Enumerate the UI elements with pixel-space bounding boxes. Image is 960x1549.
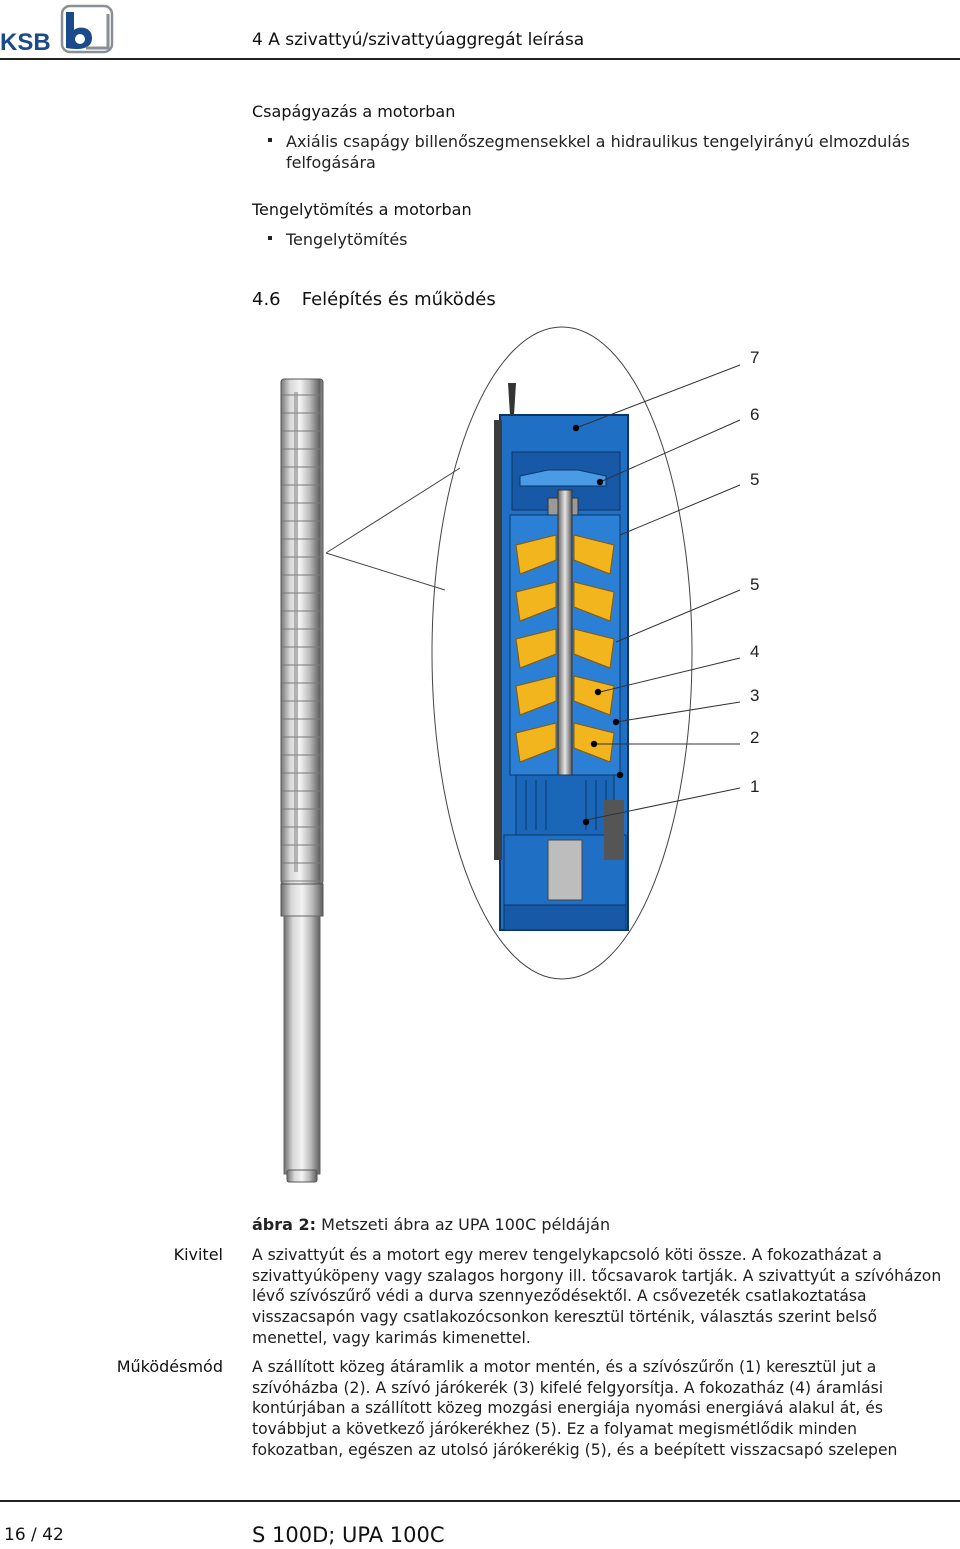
- kivitel-paragraph: A szivattyút és a motort egy merev tenge…: [252, 1245, 942, 1349]
- kivitel-label: Kivitel: [173, 1245, 223, 1264]
- zoom-line: [325, 552, 446, 591]
- callout-dots: [572, 424, 624, 826]
- header-title: 4 A szivattyú/szivattyúaggregát leírása: [252, 30, 585, 50]
- document-title: S 100D; UPA 100C: [252, 1523, 445, 1547]
- logo-text: KSB: [0, 29, 51, 54]
- section-title-text: Felépítés és működés: [301, 289, 496, 310]
- impeller-stages: [515, 534, 615, 763]
- page-number: 16 / 42: [4, 1525, 64, 1545]
- callout-4: 4: [750, 642, 759, 661]
- mukodesmod-label: Működésmód: [116, 1357, 223, 1376]
- callout-5-lower: 5: [750, 575, 759, 594]
- seal-bullet-text: Tengelytömítés: [286, 230, 408, 249]
- seal-heading: Tengelytömítés a motorban: [252, 200, 472, 219]
- bullet-marker: [268, 236, 272, 240]
- seal-bullet: Tengelytömítés: [268, 229, 408, 250]
- bullet-marker: [268, 138, 272, 142]
- bearings-bullet-text: Axiális csapágy billenőszegmensekkel a h…: [286, 132, 910, 172]
- detail-ellipse: [431, 326, 693, 980]
- callout-5-upper: 5: [750, 470, 759, 489]
- callout-6: 6: [750, 405, 759, 424]
- section-number: 4.6: [252, 289, 281, 310]
- pump-cross-section: [494, 383, 629, 931]
- bearings-bullet: Axiális csapágy billenőszegmensekkel a h…: [268, 131, 936, 173]
- section-title: 4.6 Felépítés és működés: [252, 289, 496, 310]
- caption-label: ábra 2:: [252, 1215, 317, 1234]
- header-divider: [0, 58, 960, 60]
- bearings-heading: Csapágyazás a motorban: [252, 102, 456, 121]
- mukodesmod-paragraph: A szállított közeg átáramlik a motor men…: [252, 1357, 942, 1461]
- pump-exterior: [280, 378, 324, 1183]
- callout-7: 7: [750, 348, 759, 367]
- footer-divider: [0, 1500, 960, 1502]
- kivitel-text: A szivattyút és a motort egy merev tenge…: [252, 1246, 942, 1347]
- callout-1: 1: [750, 777, 759, 796]
- pump-cross-section-figure: 7 6 5 5 4 3 2 1: [280, 326, 759, 1183]
- mukodesmod-text: A szállított közeg átáramlik a motor men…: [252, 1358, 898, 1459]
- callout-leaders: [575, 364, 741, 821]
- caption-text: Metszeti ábra az UPA 100C példáján: [321, 1215, 611, 1234]
- callout-2: 2: [750, 728, 759, 747]
- ksb-logo: KSB: [0, 4, 114, 54]
- figure-caption: ábra 2: Metszeti ábra az UPA 100C példáj…: [252, 1215, 610, 1234]
- zoom-line: [325, 467, 461, 554]
- callout-3: 3: [750, 686, 759, 705]
